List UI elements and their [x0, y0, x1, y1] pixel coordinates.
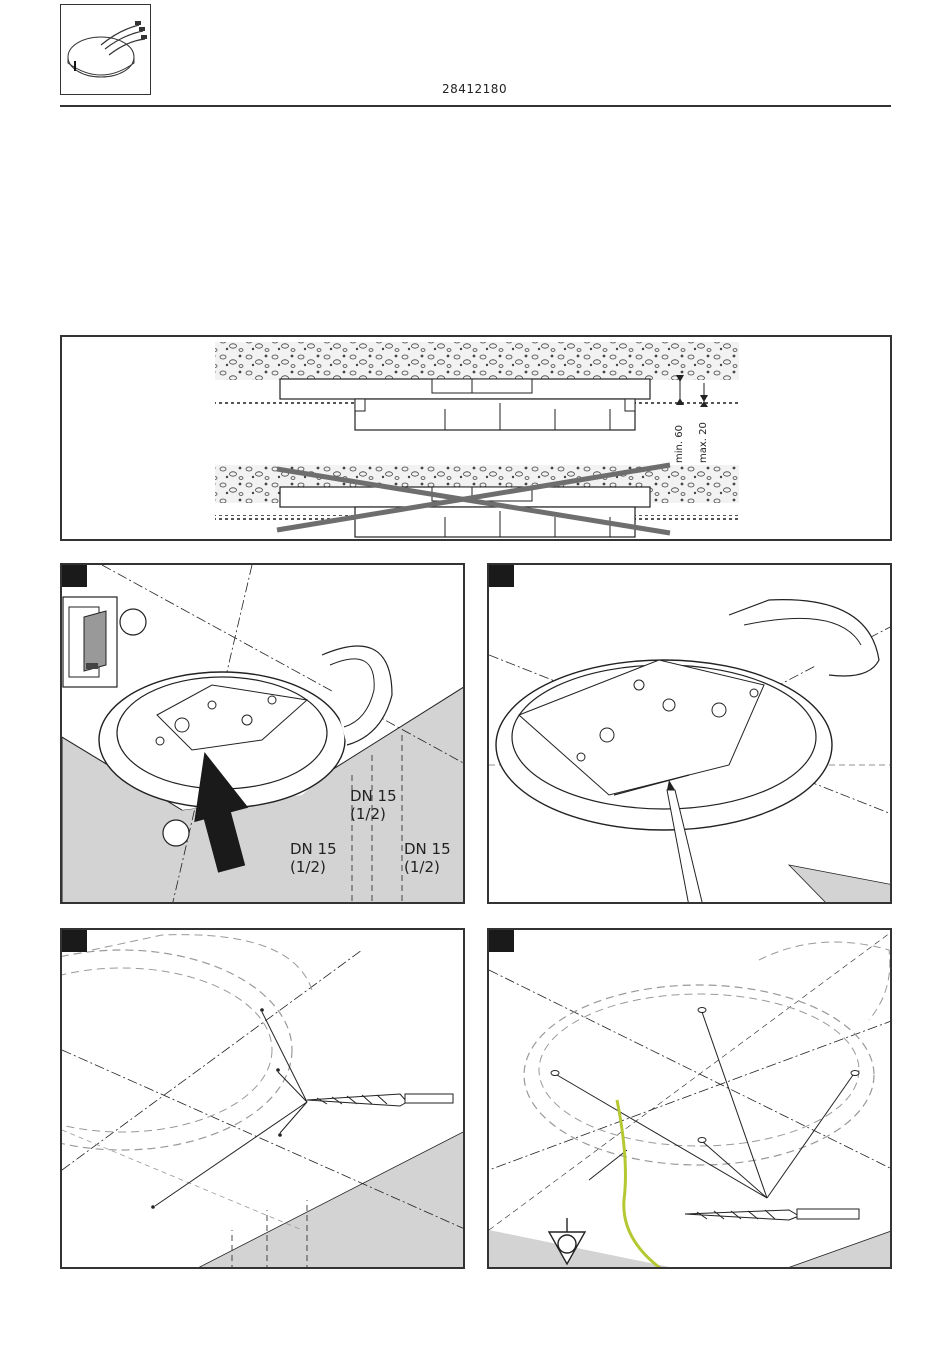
depth-diagram	[62, 337, 892, 541]
step-2-panel	[487, 563, 892, 904]
header-rule	[60, 105, 891, 107]
step-1-badge	[62, 565, 87, 587]
step-3-drawing	[62, 930, 465, 1269]
dimension-min: min. 60	[674, 425, 685, 463]
drill-bit-icon	[685, 1209, 859, 1220]
step-4-panel	[487, 928, 892, 1269]
pipe-label-3: DN 15(1/2)	[404, 840, 451, 876]
step-2-drawing	[489, 565, 892, 904]
product-thumbnail-icon	[60, 4, 151, 95]
document-number: 28412180	[442, 82, 507, 96]
pipe-label-2: DN 15(1/2)	[290, 840, 337, 876]
step-4-drawing	[489, 930, 892, 1269]
drill-bit-icon	[307, 1094, 453, 1106]
step-3-panel	[60, 928, 465, 1269]
dimension-max: max. 20	[698, 422, 709, 463]
step-1-panel: DN 15(1/2) DN 15(1/2) DN 15(1/2)	[60, 563, 465, 904]
step-4-badge	[489, 930, 514, 952]
direction-arrow-icon	[190, 745, 250, 875]
pipe-label-1: DN 15(1/2)	[350, 787, 397, 823]
step-2-badge	[489, 565, 514, 587]
installation-depth-panel: min. 60 max. 20	[60, 335, 892, 541]
step-3-badge	[62, 930, 87, 952]
